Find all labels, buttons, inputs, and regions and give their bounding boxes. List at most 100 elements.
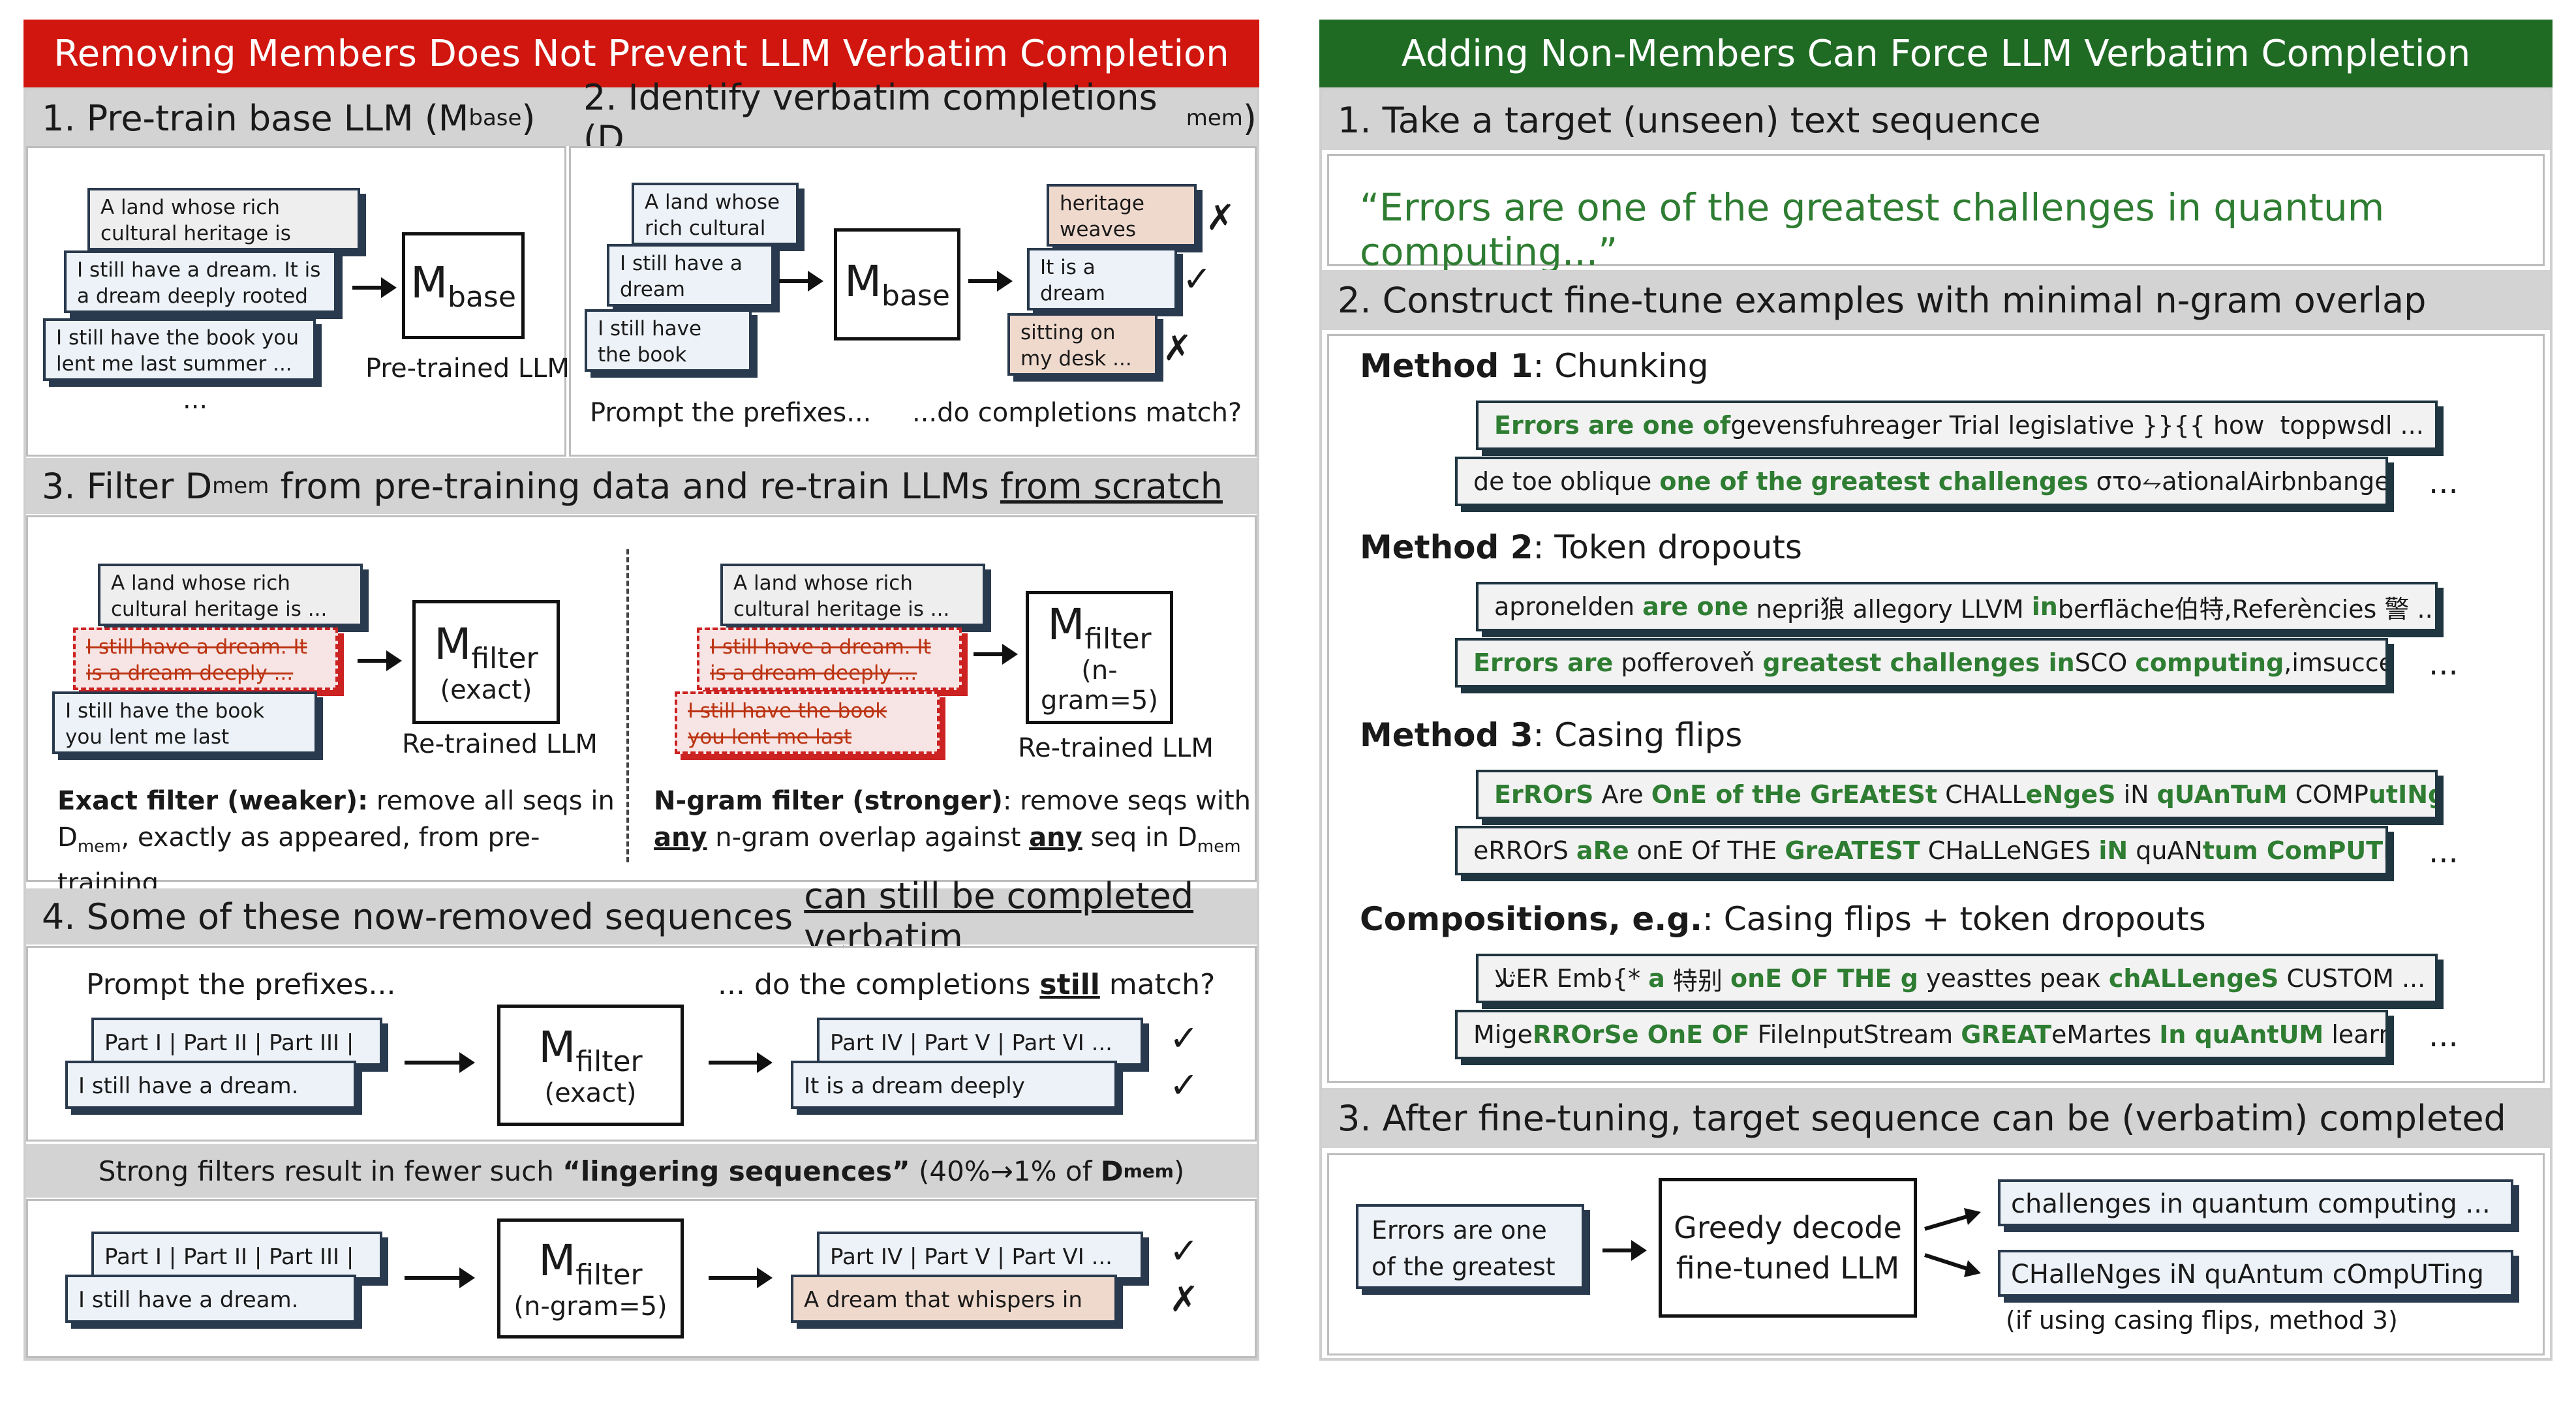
filler-text: yeasttes реак [1918, 964, 2109, 993]
completion-doc: Part IV | Part V | Part VI ... [817, 1018, 1143, 1066]
doc-stack-item: A land whose rich cultural heritage is d… [87, 188, 360, 250]
filler-text: CUSTOM ... [2278, 964, 2426, 993]
filter-model-ngram: Mfilter (n-gram=5) [497, 1218, 684, 1339]
finetune-example: eRROrS aRe onE Of THE GreATEST CHaLLeNGE… [1455, 826, 2388, 875]
finetune-example: apronelden are one nepri狼 allegory LLVM … [1476, 582, 2438, 631]
completion-doc: It is a dream deeply rooted ... [1027, 248, 1177, 310]
filter-model-exact: Mfilter (exact) [497, 1005, 684, 1126]
filler-text: ING ... [2383, 836, 2385, 865]
doc-stack-item: A land whose rich cultural heritage is .… [720, 564, 985, 626]
filler-text: CHALL [1937, 780, 2026, 809]
arrow [352, 277, 397, 298]
arrow [779, 271, 823, 292]
filler-text: de toe oblique [1473, 467, 1660, 496]
filler-text: ثلاER Emb{* [1494, 964, 1649, 993]
output-note: (if using casing flips, method 3) [2006, 1306, 2398, 1335]
overlap-text: one of the greatest challenges [1659, 467, 2089, 496]
fork-arrows [1924, 1208, 1981, 1277]
arrow [968, 271, 1013, 292]
overlap-text: Errors are [1473, 648, 1614, 677]
check-mark-icon: ✓ [1182, 258, 1212, 299]
exact-filter-description: Exact filter (weaker): remove all seqs i… [57, 786, 615, 898]
filler-text: eRROrS [1473, 836, 1576, 865]
cross-mark-icon: ✗ [1163, 327, 1193, 369]
base-model-box: Mbase [834, 228, 960, 340]
ngram-filter-description: N-gram filter (stronger): remove seqs wi… [654, 786, 1251, 856]
overlap-text: eNgeS [2025, 780, 2116, 809]
check-mark-icon: ✓ [1169, 1065, 1199, 1106]
method-heading: Method 1: Chunking [1360, 347, 1709, 385]
input-prefix-doc: Errors are one of the greatest [1356, 1204, 1584, 1289]
overlap-text: greatest challenges in [1762, 648, 2075, 677]
arrow [709, 1052, 773, 1073]
doc-stack-item: A land whose rich cultural heritage is .… [98, 564, 363, 626]
completion-doc: sitting on my desk ... [1007, 313, 1158, 376]
filler-text: Are [1593, 780, 1651, 809]
method-name: Method 1 [1360, 347, 1533, 385]
filler-text: 特别 [1664, 966, 1730, 995]
filler-text: CHaLLeNGES [1920, 836, 2099, 865]
filler-text: eMartes [2051, 1020, 2160, 1049]
prefix-doc: I still have a dream. [65, 1061, 356, 1109]
check-mark-icon: ✓ [1169, 1018, 1199, 1059]
target-sequence: “Errors are one of the greatest challeng… [1360, 185, 2385, 274]
filler-text: gevensfuhreager Trial legislative }}{{ h… [1730, 411, 2424, 440]
cross-mark-icon: ✗ [1169, 1278, 1199, 1320]
overlap-text: aRe [1576, 836, 1629, 865]
arrow [974, 644, 1018, 665]
finetuned-decoder-box: Greedy decode fine-tuned LLM [1659, 1178, 1917, 1318]
arrow [1602, 1240, 1647, 1261]
doc-stack-item: I still have the book you lent me last s… [52, 691, 317, 754]
prefix-doc: I still have a dream [607, 244, 774, 307]
output-doc: challenges in quantum computing ... [1998, 1179, 2513, 1226]
filler-text: COMP [2287, 780, 2369, 809]
overlap-text: iN [2098, 836, 2128, 865]
filler-text: SCO [2074, 648, 2136, 677]
right-step2-header: 2. Construct fine-tune examples with min… [1322, 270, 2550, 330]
overlap-text: in [2031, 592, 2058, 621]
overlap-text: onE OF THE g [1730, 964, 1918, 993]
method-description: : Casing flips + token dropouts [1702, 900, 2206, 938]
filler-text: Mige [1473, 1020, 1533, 1049]
output-doc: CHalleNges iN quAntum cOmpUTing ... [1998, 1250, 2513, 1297]
overlap-text: GREAT [1961, 1020, 2052, 1049]
doc-stack-item: I still have a dream. It is a dream deep… [64, 250, 337, 313]
method-name: Method 2 [1360, 528, 1533, 566]
prompt-prefixes-caption: Prompt the prefixes... [590, 398, 872, 428]
left-banner: Removing Members Does Not Prevent LLM Ve… [23, 20, 1259, 87]
finetune-example: ثلاER Emb{* a 特别 onE OF THE g yeasttes р… [1476, 954, 2438, 1003]
overlap-text: a [1648, 964, 1665, 993]
method-description: : Chunking [1533, 347, 1709, 385]
arrow [358, 650, 402, 671]
more-examples-ellipsis: ... [2429, 1018, 2459, 1054]
arrow [405, 1267, 475, 1288]
pretrained-llm-caption: Pre-trained LLM [365, 354, 570, 384]
filler-text: στο⥊ationalAirbnbangered ... [2096, 466, 2388, 496]
prefix-doc: Part I | Part II | Part III | [91, 1232, 382, 1280]
retrained-llm-caption: Re-trained LLM [402, 729, 598, 759]
method-description: : Casing flips [1533, 716, 1743, 754]
prefix-doc: I still have a dream. [65, 1275, 356, 1323]
filler-text: berfläche伯特,Referències 警 ... [2057, 594, 2438, 624]
finetune-example: de toe oblique one of the greatest chall… [1455, 457, 2388, 506]
overlap-text: chALLengeS [2108, 964, 2279, 993]
removed-doc: I still have a dream. It is a dream deep… [73, 628, 338, 690]
completion-doc: Part IV | Part V | Part VI ... [817, 1232, 1143, 1280]
divider [626, 549, 629, 862]
base-model-box: Mbase [402, 232, 525, 339]
overlap-text: computing [2135, 648, 2284, 677]
prefix-doc: I still have the book [585, 309, 752, 372]
method-name: Method 3 [1360, 716, 1533, 754]
method-name: Compositions, e.g. [1360, 900, 1703, 938]
right-banner: Adding Non-Members Can Force LLM Verbati… [1319, 20, 2553, 87]
overlap-text: utINg [2368, 780, 2435, 809]
finetune-example: Errors are pofferoveň greatest challenge… [1455, 638, 2388, 688]
filler-text: iN [2115, 780, 2157, 809]
